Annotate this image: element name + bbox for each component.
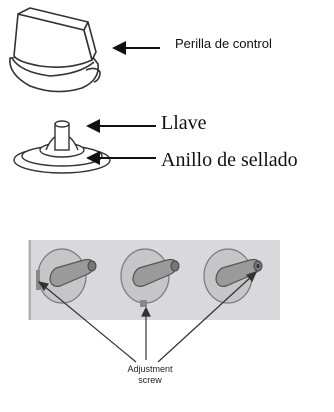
label-control-knob: Perilla de control	[175, 36, 272, 51]
adjustment-screw-3	[256, 264, 260, 268]
arrow-key	[86, 119, 156, 133]
label-seal-ring: Anillo de sellado	[161, 149, 298, 171]
control-knob-illustration	[9, 7, 101, 93]
adjustment-screw-2	[140, 300, 147, 307]
valve-stem-2	[120, 248, 180, 307]
label-key: Llave	[161, 112, 207, 134]
valve-key-illustration	[13, 120, 111, 174]
arrow-seal-ring	[86, 151, 156, 165]
arrow-knob	[112, 41, 160, 55]
adjustment-screw-1	[36, 270, 40, 290]
adjustment-screw-leaders	[37, 271, 258, 363]
valve-stem-1	[36, 248, 97, 304]
label-adjustment-screw: Adjustment screw	[127, 364, 173, 385]
